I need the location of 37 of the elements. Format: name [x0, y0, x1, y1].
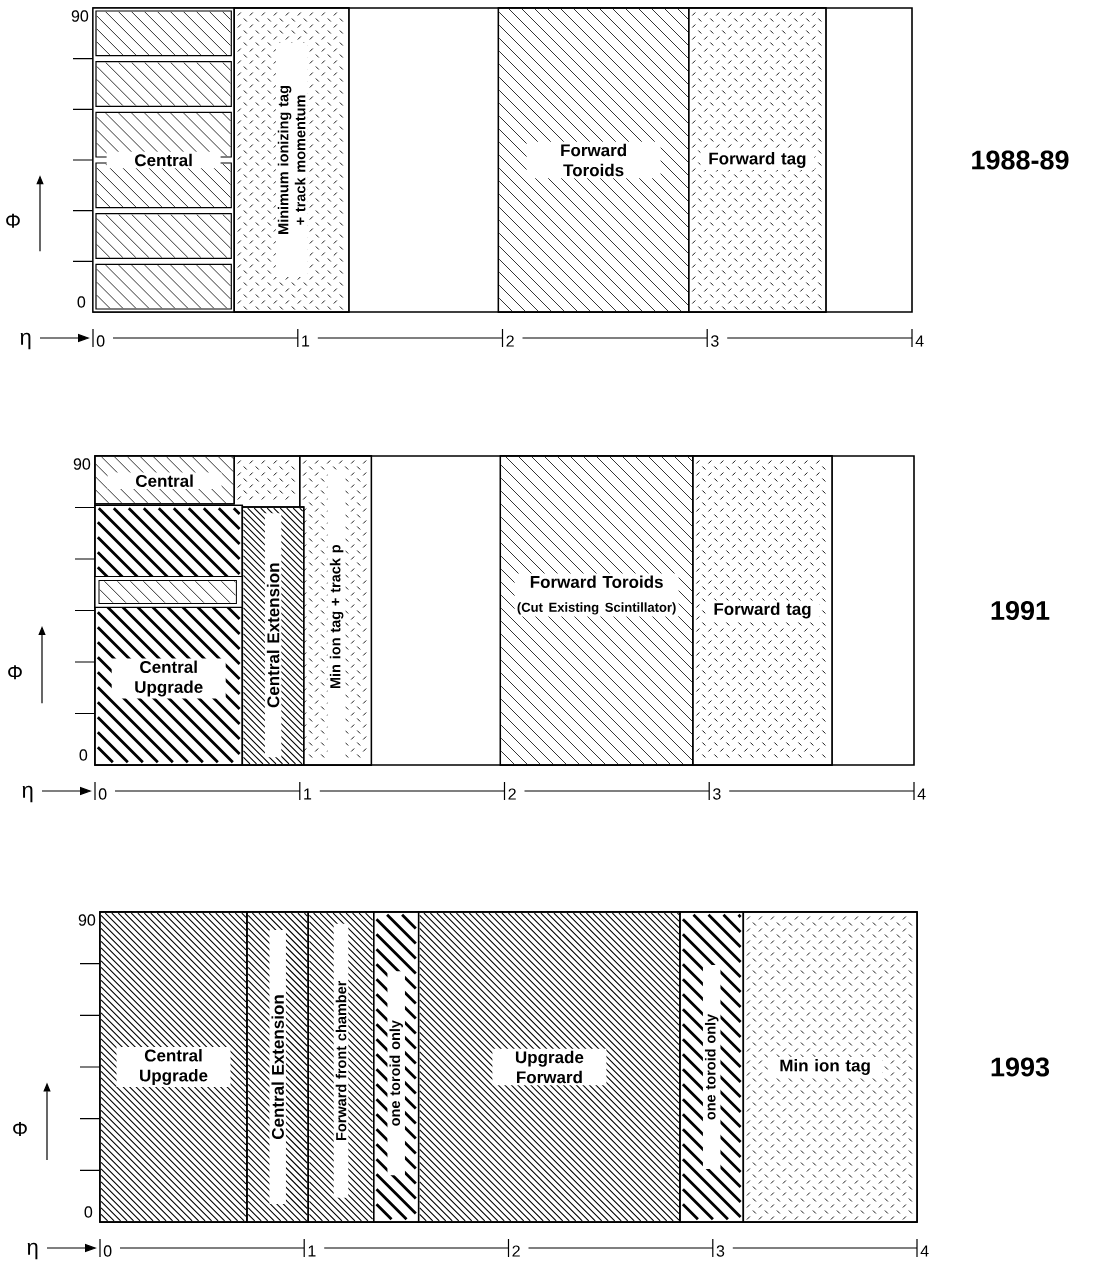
axis-label: η [20, 332, 31, 350]
axis-label: Φ [6, 213, 20, 228]
detector-region: one toroid only [679, 911, 745, 1223]
tick-label: 2 [506, 335, 514, 347]
detector-region: Forward tag [688, 7, 827, 313]
tick-label: 2 [512, 1245, 520, 1257]
tick-label: 3 [711, 335, 719, 347]
tick-label: 90 [73, 458, 91, 470]
detector-region: Forward tag [692, 455, 833, 766]
detector-region: Forward Toroids [497, 7, 690, 313]
axis-label: Φ [13, 1122, 27, 1136]
tick-label: 4 [915, 335, 924, 347]
detector-region: Minimum ionizing tag + track momentum [233, 7, 350, 313]
tick-label: 0 [96, 335, 105, 347]
detector-region: Central [94, 455, 235, 505]
tick-label: 1 [302, 335, 310, 347]
axis-label: Φ [8, 665, 22, 680]
detector-region: Min ion tag + track p [299, 455, 373, 766]
detector-region: Forward front chamber [307, 911, 375, 1223]
tick-label: 0 [98, 788, 107, 800]
year-label: 1988-89 [972, 150, 1069, 170]
tick-label: 1 [308, 1245, 316, 1257]
tick-label: 3 [716, 1245, 725, 1257]
detector-region: Forward Toroids (Cut Existing Scintillator) [499, 455, 694, 766]
tick-label: 2 [508, 788, 516, 800]
year-label: 1993 [991, 1057, 1050, 1077]
detector-region: Central Extension [246, 911, 309, 1223]
tick-label: 0 [103, 1245, 112, 1257]
detector-region: one toroid only [373, 911, 420, 1223]
axis-label: η [22, 785, 33, 803]
tick-label: 4 [920, 1245, 929, 1257]
tick-label: 4 [917, 788, 926, 800]
axis-label: η [27, 1242, 38, 1260]
year-label: 1991 [991, 600, 1050, 621]
tick-label: 1 [304, 788, 312, 800]
detector-region: Central [92, 7, 235, 313]
tick-label: 3 [713, 788, 721, 800]
